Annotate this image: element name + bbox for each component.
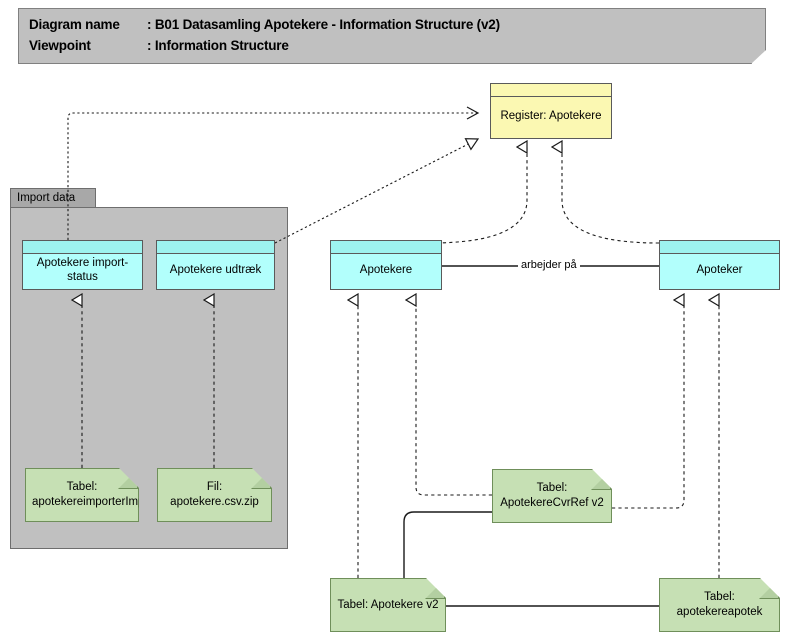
group-tab-label: Import data [17,192,76,204]
node-header-band [157,241,274,254]
diagram-name-value: B01 Datasamling Apotekere - Information … [154,17,500,32]
node-apotekere-udtraek-label: Apotekere udtræk [169,263,262,276]
connector-label-arbejder-paa: arbejder på [518,259,580,271]
connector-apotekerev2-to-cvrref [403,511,492,578]
viewpoint-value: Information Structure [154,38,289,53]
note-fil-apotekere-csv-zip[interactable]: Fil: apotekere.csv.zip [157,468,272,522]
title-corner-fold [751,50,766,64]
node-apotekere[interactable]: Apotekere [330,240,442,290]
diagram-name-line: Diagram name: B01 Datasamling Apotekere … [29,17,500,32]
connector-cvrref-to-apoteker [612,300,684,509]
diagram-name-key: Diagram name [29,17,120,32]
node-apotekere-label: Apotekere [359,263,413,276]
node-header-band [660,241,779,254]
node-header-band [23,241,142,254]
node-apotekere-import-status-label: Apotekere import-status [36,256,129,283]
connector-udtraek-to-register [274,139,478,244]
node-register-apotekere[interactable]: Register: Apotekere [490,83,612,139]
group-tab-import-data: Import data [10,188,96,208]
node-apotekere-udtraek[interactable]: Apotekere udtræk [156,240,275,290]
node-header-band [331,241,441,254]
diagram-name-sep: : [147,17,155,32]
note-tabel-apotekere-v2-label: Tabel: Apotekere v2 [337,598,439,611]
viewpoint-sep: : [147,38,155,53]
node-header-band [491,84,611,97]
connector-cvrref-to-apotekere [416,300,492,496]
node-apoteker-label: Apoteker [696,263,743,276]
note-fil-apotekere-csv-zip-label: Fil: apotekere.csv.zip [170,481,259,508]
note-tabel-apotekereapotek[interactable]: Tabel: apotekereapotek [659,578,780,632]
connector-apotekere-to-register [429,147,527,244]
note-tabel-apotekerecvrref-v2-label: Tabel: ApotekereCvrRef v2 [500,482,604,509]
connector-apoteker-to-register [562,147,660,244]
note-tabel-apotekerecvrref-v2[interactable]: Tabel: ApotekereCvrRef v2 [492,469,612,523]
note-tabel-apotekereimporterimportstatus[interactable]: Tabel: apotekereimporterImportStatus [25,468,139,522]
note-tabel-apotekereapotek-label: Tabel: apotekereapotek [676,591,763,618]
diagram-title-block: Diagram name: B01 Datasamling Apotekere … [18,8,766,64]
note-tabel-apotekereimporterimportstatus-label: Tabel: apotekereimporterImportStatus [32,481,191,508]
note-tabel-apotekere-v2[interactable]: Tabel: Apotekere v2 [330,578,446,632]
viewpoint-key: Viewpoint [29,38,91,53]
viewpoint-line: Viewpoint: Information Structure [29,38,289,53]
node-register-apotekere-label: Register: Apotekere [500,109,602,122]
node-apotekere-import-status[interactable]: Apotekere import-status [22,240,143,290]
node-apoteker[interactable]: Apoteker [659,240,780,290]
